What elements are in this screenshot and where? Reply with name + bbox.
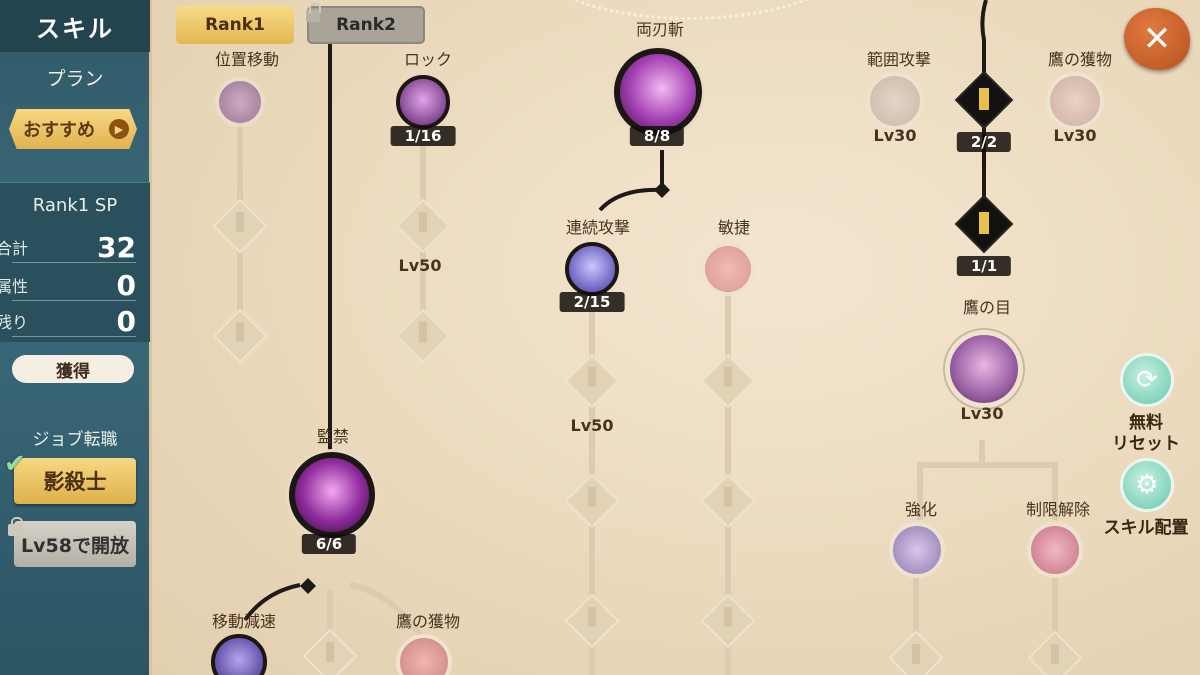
sp-row-label: 残り (0, 313, 29, 332)
gear-icon: ⚙ (1135, 470, 1159, 500)
refresh-icon: ⟳ (1136, 365, 1158, 395)
sp-row-total: 合計 32 (0, 231, 136, 264)
sp-row-label: 属性 (0, 277, 29, 296)
sp-row-label: 合計 (0, 239, 29, 258)
tab-rank2[interactable]: Rank2 (307, 6, 425, 44)
close-icon: ✕ (1142, 19, 1172, 59)
skill-label: 連続攻撃 (565, 218, 631, 237)
skill-node-seigen[interactable] (1027, 522, 1083, 578)
lock-icon (8, 517, 23, 536)
skill-label: 両刃斬 (635, 20, 685, 39)
skill-label: 監禁 (316, 427, 350, 446)
skill-label: 鷹の獲物 (395, 612, 461, 631)
skill-node-taka-emono[interactable] (1046, 72, 1104, 130)
skill-config-button[interactable]: ⚙ (1120, 458, 1174, 512)
skill-node-idou-gensoku[interactable] (211, 634, 267, 675)
sp-panel: Rank1 SP 合計 32 属性 0 残り 0 (0, 182, 150, 342)
check-icon: ✔ (4, 449, 26, 479)
free-reset-button[interactable]: ⟳ (1120, 353, 1174, 407)
skill-node-renzoku[interactable] (565, 242, 619, 296)
sp-row-value: 0 (116, 269, 136, 302)
recommend-button[interactable]: おすすめ ▶ (9, 109, 137, 149)
lock-icon (306, 3, 321, 22)
level-requirement: Lv50 (570, 416, 614, 435)
skill-node-binsho[interactable] (701, 242, 755, 296)
skill-count: 1/16 (390, 126, 456, 146)
skill-node-ichi-idou[interactable] (215, 77, 265, 127)
skill-node-taka-me[interactable] (945, 330, 1023, 408)
recommend-label: おすすめ (23, 120, 95, 141)
tab-rank1[interactable]: Rank1 (176, 6, 294, 44)
skill-node-ryoujin[interactable] (614, 48, 702, 136)
skill-label: 位置移動 (214, 50, 280, 69)
skill-label: ロック (403, 50, 453, 69)
level-requirement: Lv50 (398, 256, 442, 275)
sp-row-remaining: 残り 0 (0, 305, 136, 338)
skill-config-label: スキル配置 (1103, 518, 1189, 538)
level-requirement: Lv30 (873, 126, 917, 145)
skill-count: 1/1 (956, 256, 1012, 276)
skill-label: 鷹の獲物 (1047, 50, 1113, 69)
skill-count: 8/8 (629, 126, 685, 146)
skill-node-hanni[interactable] (866, 72, 924, 130)
skill-label: 鷹の目 (962, 298, 1012, 317)
skill-count: 6/6 (301, 534, 357, 554)
play-icon: ▶ (109, 119, 129, 139)
close-button[interactable]: ✕ (1124, 8, 1190, 70)
skill-label: 強化 (904, 500, 938, 519)
skill-node-taka-emono-bottom[interactable] (396, 634, 452, 675)
job-button[interactable]: 影殺士 (14, 458, 136, 504)
level-requirement: Lv30 (960, 404, 1004, 423)
sp-row-value: 0 (116, 305, 136, 338)
skill-label: 制限解除 (1025, 500, 1091, 519)
skill-node-kankin[interactable] (289, 452, 375, 538)
sp-header: Rank1 SP (32, 195, 118, 216)
locked-job-button[interactable]: Lv58で開放 (14, 521, 136, 567)
level-requirement: Lv30 (1053, 126, 1097, 145)
skill-node-lock[interactable] (396, 75, 450, 129)
skill-count: 2/2 (956, 132, 1012, 152)
sp-row-value: 32 (97, 231, 136, 264)
skill-node-kyouka[interactable] (889, 522, 945, 578)
sp-row-attribute: 属性 0 (0, 269, 136, 302)
sidebar: スキル プラン おすすめ ▶ Rank1 SP 合計 32 属性 0 残り 0 … (0, 0, 152, 675)
skill-label: 移動減速 (211, 612, 277, 631)
page-title: スキル (0, 0, 150, 52)
skill-label: 範囲攻撃 (866, 50, 932, 69)
get-sp-button[interactable]: 獲得 (12, 355, 134, 383)
plan-label: プラン (46, 68, 104, 90)
job-change-header: ジョブ転職 (32, 430, 118, 450)
skill-count: 2/15 (559, 292, 625, 312)
free-reset-label-2: リセット (1112, 434, 1180, 454)
free-reset-label: 無料 (1129, 413, 1163, 433)
skill-label: 敏捷 (717, 218, 751, 237)
